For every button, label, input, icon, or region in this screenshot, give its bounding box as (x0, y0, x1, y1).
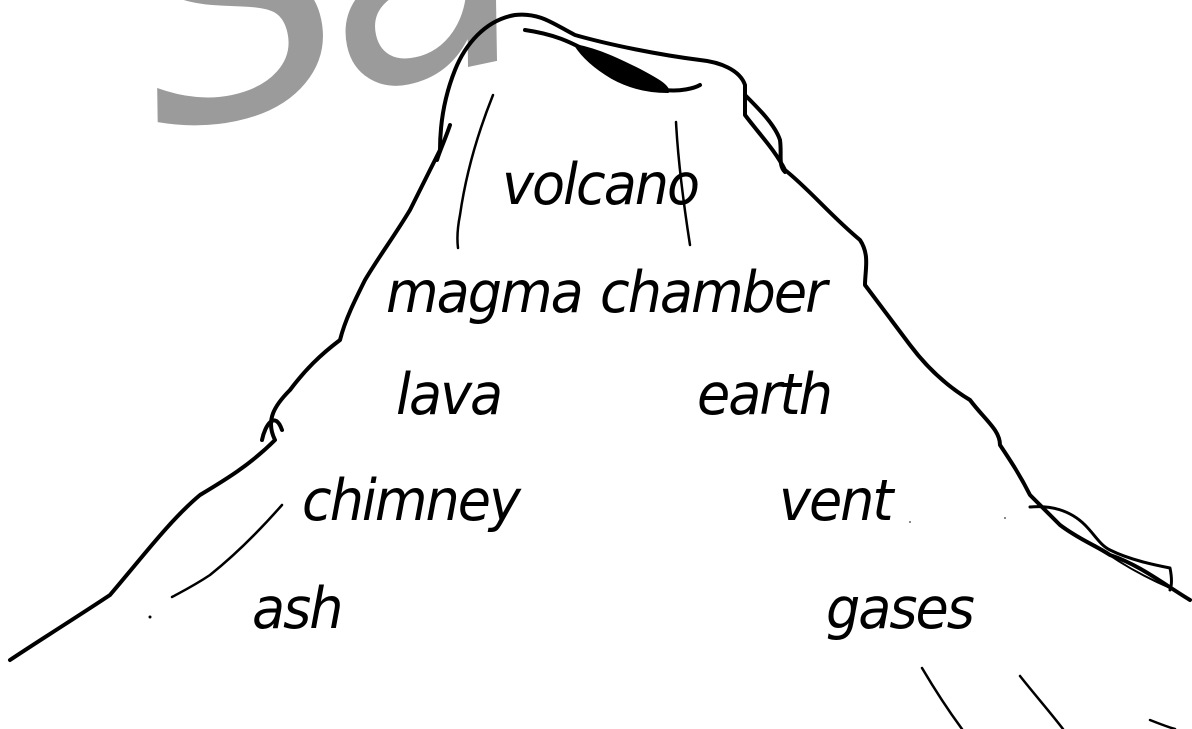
word-lava: lava (396, 367, 501, 424)
word-vent: vent (779, 473, 892, 530)
word-chamber: chamber (600, 265, 825, 322)
shoulder-line (745, 95, 785, 172)
word-earth: earth (697, 367, 831, 424)
streak-2 (1020, 676, 1063, 729)
speck-3 (1004, 517, 1006, 519)
word-gases: gases (826, 581, 973, 638)
volcano-outline (10, 15, 1190, 660)
word-ash: ash (252, 581, 341, 638)
streak-1 (922, 668, 962, 729)
word-chimney: chimney (302, 473, 519, 530)
word-magma: magma (386, 265, 582, 322)
word-volcano: volcano (502, 157, 698, 214)
speck-2 (909, 521, 911, 523)
slope-line-left-1 (457, 95, 493, 248)
speck-1 (149, 616, 152, 619)
streak-3 (1150, 720, 1175, 729)
